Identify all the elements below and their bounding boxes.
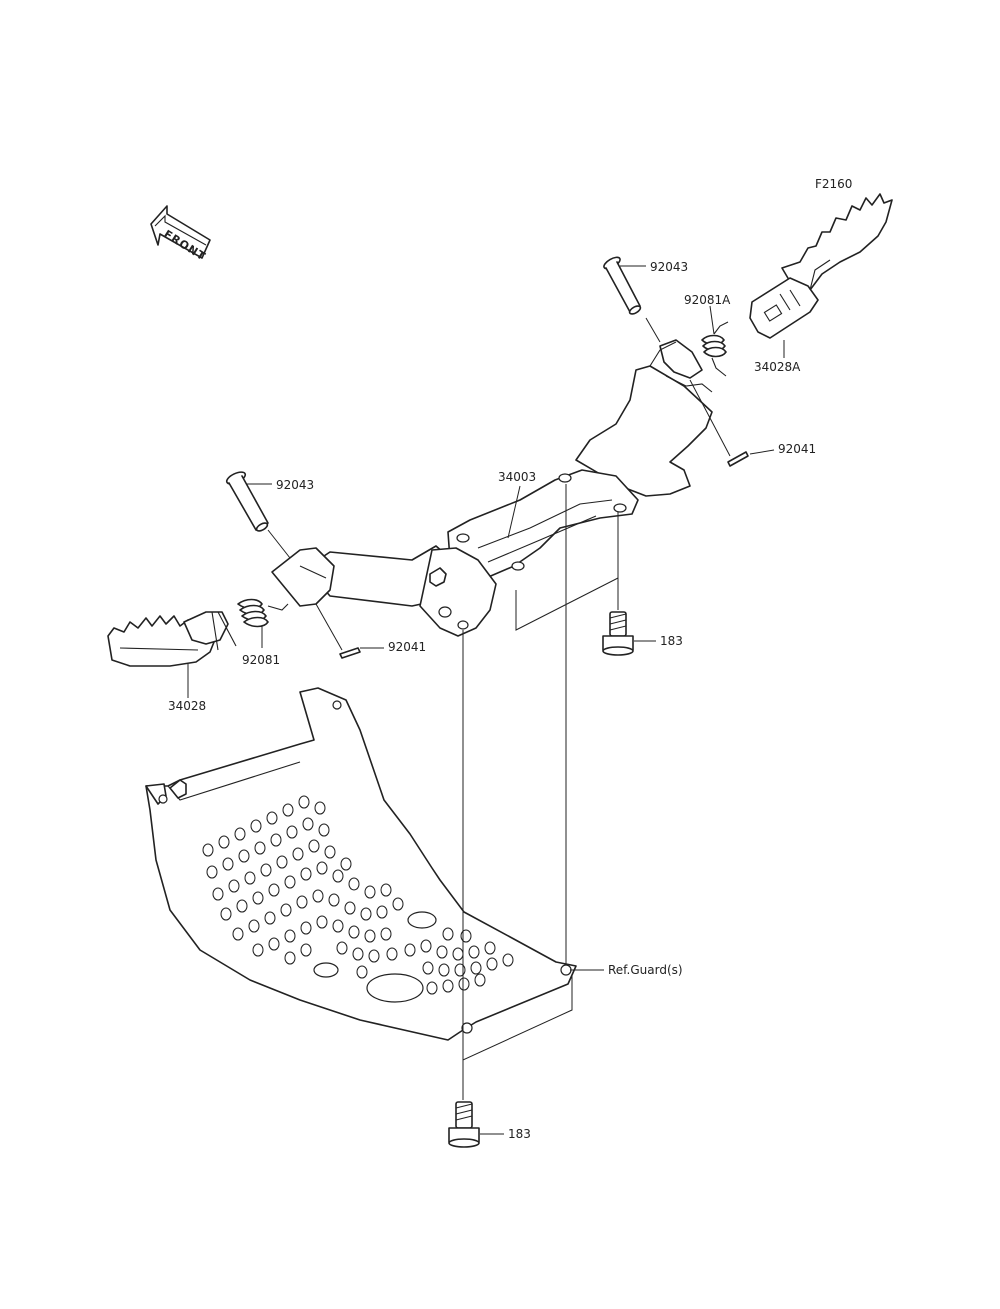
callout-footpeg-left: 34028 [168, 699, 206, 713]
right-spring [701, 321, 729, 377]
figure-code: F2160 [815, 177, 852, 191]
callout-cotter-right: 92041 [778, 442, 816, 456]
callout-bracket: 34003 [498, 470, 536, 484]
skid-plate-guard [145, 687, 577, 1041]
callout-footpeg-right: 34028A [754, 360, 801, 374]
callout-bolt-upper: 183 [660, 634, 683, 648]
right-footpeg [749, 193, 893, 339]
left-spring [237, 598, 289, 628]
callout-pin-right: 92043 [650, 260, 688, 274]
assembly-lines [267, 317, 731, 1100]
right-cotter-pin [727, 451, 749, 467]
lower-bolt [448, 1101, 480, 1148]
callout-ref-guard: Ref.Guard(s) [608, 963, 683, 977]
right-pin [603, 256, 642, 315]
callout-cotter-left: 92041 [388, 640, 426, 654]
skid-plate-perforations [202, 795, 514, 995]
callout-spring-left: 92081 [242, 653, 280, 667]
callout-leaders [187, 265, 785, 1135]
upper-bolt [602, 611, 634, 656]
callout-pin-left: 92043 [276, 478, 314, 492]
callout-bolt-lower: 183 [508, 1127, 531, 1141]
footpeg-bracket [271, 339, 713, 637]
callout-spring-right: 92081A [684, 293, 731, 307]
left-cotter-pin [339, 647, 361, 659]
front-arrow-icon: FRONT [150, 205, 211, 263]
left-pin [225, 471, 269, 532]
left-footpeg [107, 611, 237, 667]
